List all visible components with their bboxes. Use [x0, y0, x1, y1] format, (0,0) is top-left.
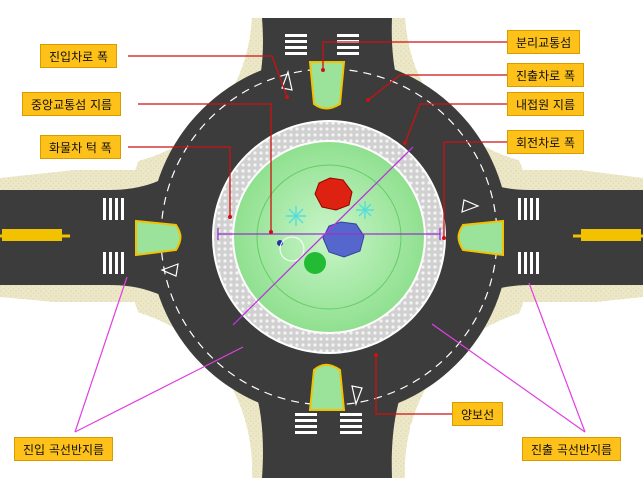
leaders-red	[128, 41, 507, 415]
label-yield-line: 양보선	[452, 402, 504, 426]
landscaping	[277, 177, 374, 274]
yield-triangles	[160, 69, 480, 407]
label-splitter-island: 분리교통섬	[507, 30, 581, 54]
leaders-magenta	[74, 276, 586, 433]
island-ring	[256, 164, 402, 310]
label-truck-apron-width: 화물차 턱 폭	[40, 135, 121, 159]
splitter-islands	[135, 61, 504, 411]
label-central-island-radius: 중앙교통섬 지름	[22, 92, 122, 116]
median-hatch	[2, 229, 641, 241]
label-exit-curve-radius: 진출 곡선반지름	[522, 437, 622, 461]
leader-dots	[228, 68, 446, 357]
label-inscribed-circle-diameter: 내접원 지름	[507, 92, 585, 116]
label-exit-lane-width: 진출차로 폭	[507, 63, 585, 87]
island-diameter-line	[232, 146, 414, 326]
label-entry-curve-radius: 진입 곡선반지름	[14, 437, 114, 461]
label-entry-lane-width: 진입차로 폭	[40, 44, 118, 68]
inscribed-diameter	[217, 228, 441, 240]
label-circulatory-lane-width: 회전차로 폭	[507, 130, 585, 154]
